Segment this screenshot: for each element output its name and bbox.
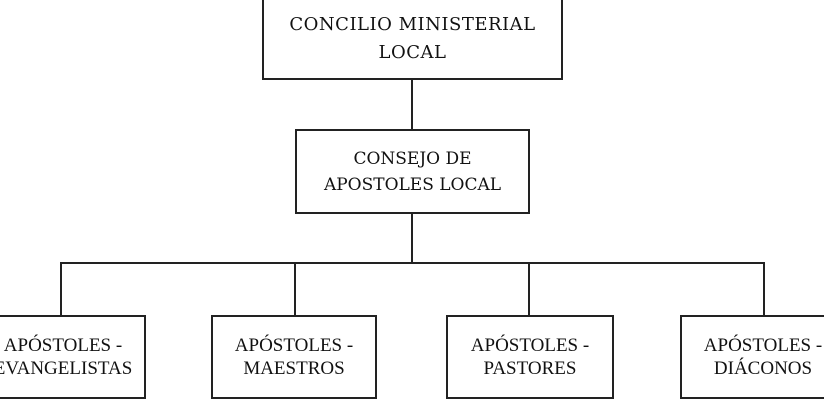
node-apostoles-maestros: APÓSTOLES - MAESTROS <box>211 315 377 399</box>
connector-drop-2 <box>294 263 296 316</box>
connector-council-bus <box>411 214 413 264</box>
node-label-line2: DIÁCONOS <box>713 358 813 379</box>
node-consejo-apostoles: CONSEJO DE APOSTOLES LOCAL <box>295 129 530 214</box>
connector-root-council <box>411 80 413 130</box>
node-label-line2: APOSTOLES LOCAL <box>323 174 502 195</box>
node-apostoles-diaconos: APÓSTOLES - DIÁCONOS <box>680 315 824 399</box>
node-label-line1: APÓSTOLES - <box>703 335 823 356</box>
node-label-line1: APÓSTOLES - <box>3 335 123 356</box>
connector-drop-3 <box>528 263 530 316</box>
node-label-line2: PASTORES <box>483 358 577 379</box>
connector-horizontal-bus <box>60 262 765 264</box>
node-label-line1: CONSEJO DE <box>353 148 472 169</box>
node-label-line1: CONCILIO MINISTERIAL <box>289 14 536 35</box>
node-apostoles-pastores: APÓSTOLES - PASTORES <box>446 315 614 399</box>
node-label-line1: APÓSTOLES - <box>470 335 590 356</box>
node-apostoles-evangelistas: APÓSTOLES - EVANGELISTAS <box>0 315 146 399</box>
node-label-line2: LOCAL <box>378 42 447 63</box>
connector-drop-1 <box>60 263 62 316</box>
node-label-line1: APÓSTOLES - <box>234 335 354 356</box>
connector-drop-4 <box>763 263 765 316</box>
node-concilio-ministerial: CONCILIO MINISTERIAL LOCAL <box>262 0 563 80</box>
node-label-line2: MAESTROS <box>243 358 345 379</box>
node-label-line2: EVANGELISTAS <box>0 358 133 379</box>
